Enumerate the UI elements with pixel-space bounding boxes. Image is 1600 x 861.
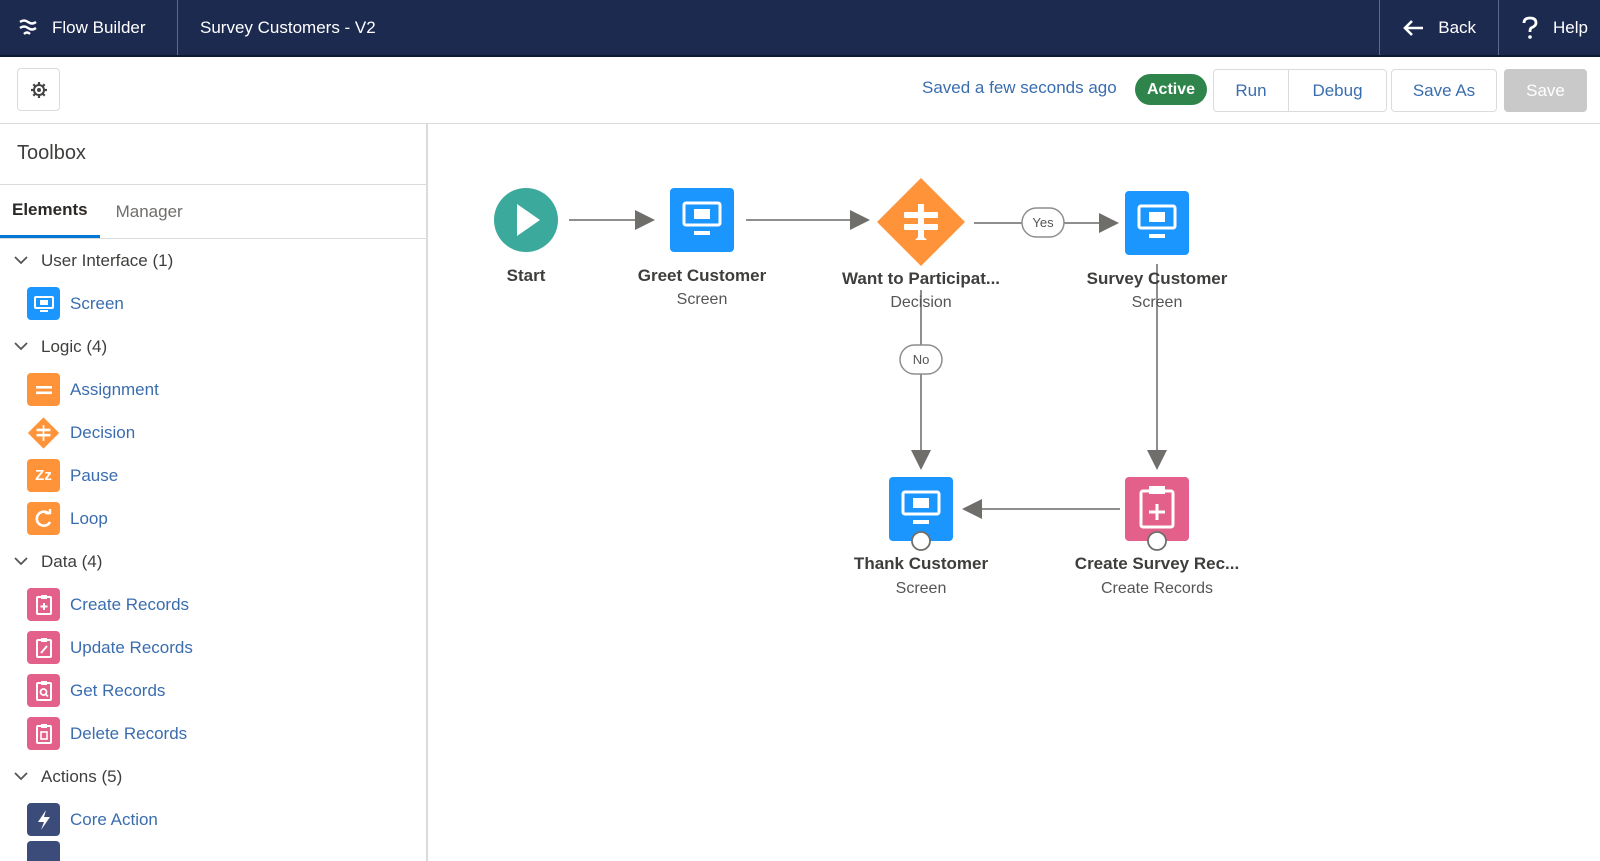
element-label: Decision <box>70 422 136 442</box>
tab-manager[interactable]: Manager <box>115 201 183 221</box>
toolbox-title: Toolbox <box>0 124 426 185</box>
app-brand: Flow Builder <box>0 0 178 55</box>
screen-icon <box>682 201 722 235</box>
toolbox-panel: Toolbox Elements Manager User Interface … <box>0 124 428 861</box>
element-label: Delete Records <box>70 723 188 743</box>
help-button[interactable]: Help <box>1498 0 1600 55</box>
action-icon <box>27 841 60 861</box>
assignment-icon <box>27 373 60 406</box>
create-records-icon <box>27 588 60 621</box>
tab-elements[interactable]: Elements <box>0 185 100 238</box>
connector-endpoint[interactable] <box>911 531 931 551</box>
screen-icon <box>27 287 60 320</box>
run-button[interactable]: Run <box>1214 70 1289 111</box>
save-status: Saved a few seconds ago <box>922 78 1117 97</box>
settings-button[interactable] <box>17 68 60 111</box>
section-label: Actions (5) <box>41 766 123 786</box>
no-pill <box>899 344 943 375</box>
decision-icon <box>27 416 60 449</box>
survey-label: Survey Customer <box>1086 269 1228 288</box>
element-core-action[interactable]: Core Action <box>0 798 426 841</box>
back-button[interactable]: Back <box>1379 0 1498 55</box>
debug-button[interactable]: Debug <box>1312 80 1363 100</box>
gear-icon <box>30 81 47 98</box>
element-next-action-partial <box>0 841 426 861</box>
loop-icon <box>27 502 60 535</box>
element-assignment[interactable]: Assignment <box>0 368 426 411</box>
element-pause[interactable]: Zz Pause <box>0 454 426 497</box>
element-delete-records[interactable]: Delete Records <box>0 712 426 755</box>
run-debug-group: Run Debug <box>1213 69 1387 112</box>
section-data[interactable]: Data (4) <box>0 540 426 583</box>
flow-title: Survey Customers - V2 <box>200 17 376 37</box>
decision-label: Want to Participat... <box>841 269 1001 288</box>
element-label: Update Records <box>70 637 193 657</box>
element-screen[interactable]: Screen <box>0 282 426 325</box>
connector-endpoint[interactable] <box>1147 531 1167 551</box>
app-name: Flow Builder <box>52 17 146 37</box>
create-records-icon <box>1139 486 1175 529</box>
section-user-interface[interactable]: User Interface (1) <box>0 239 426 282</box>
update-records-icon <box>27 631 60 664</box>
element-decision[interactable]: Decision <box>0 411 426 454</box>
section-actions[interactable]: Actions (5) <box>0 755 426 798</box>
create-type: Create Records <box>1100 580 1214 597</box>
section-label: User Interface (1) <box>41 250 174 270</box>
play-icon <box>517 204 540 236</box>
element-update-records[interactable]: Update Records <box>0 626 426 669</box>
survey-customer-node[interactable] <box>1125 191 1189 255</box>
yes-label: Yes <box>1032 215 1054 230</box>
greet-type: Screen <box>676 291 728 308</box>
element-label: Assignment <box>70 379 159 399</box>
question-mark-icon <box>1522 16 1538 39</box>
chevron-down-icon <box>14 256 28 265</box>
greet-customer-node[interactable] <box>670 188 734 252</box>
flow-canvas[interactable]: Yes No Start Greet Customer Screen Want … <box>430 124 1600 861</box>
element-loop[interactable]: Loop <box>0 497 426 540</box>
element-label: Core Action <box>70 809 158 829</box>
connector-layer <box>494 178 1189 551</box>
delete-records-icon <box>27 717 60 750</box>
start-label: Start <box>506 266 546 285</box>
toolbox-tabs: Elements Manager <box>0 185 426 239</box>
create-label: Create Survey Rec... <box>1074 554 1240 573</box>
screen-icon <box>901 490 941 524</box>
get-records-icon <box>27 674 60 707</box>
thank-type: Screen <box>895 580 947 597</box>
section-label: Logic (4) <box>41 336 108 356</box>
decision-type: Decision <box>890 294 952 311</box>
pause-icon: Zz <box>27 459 60 492</box>
section-logic[interactable]: Logic (4) <box>0 325 426 368</box>
help-label: Help <box>1553 17 1588 37</box>
back-label: Back <box>1438 17 1477 37</box>
element-label: Screen <box>70 293 124 313</box>
screen-icon <box>1137 204 1177 238</box>
survey-type: Screen <box>1131 294 1183 311</box>
greet-label: Greet Customer <box>637 266 767 285</box>
arrow-left-icon <box>1403 19 1424 36</box>
flow-toolbar: Saved a few seconds ago Active Run Debug… <box>0 57 1600 124</box>
no-label: No <box>912 352 930 367</box>
core-action-icon <box>27 803 60 836</box>
yes-pill <box>1021 207 1065 238</box>
chevron-down-icon <box>14 772 28 781</box>
save-as-button[interactable]: Save As <box>1391 69 1497 112</box>
status-badge: Active <box>1135 74 1208 105</box>
element-label: Get Records <box>70 680 166 700</box>
element-label: Create Records <box>70 594 190 614</box>
element-get-records[interactable]: Get Records <box>0 669 426 712</box>
flow-builder-icon <box>19 18 37 35</box>
section-label: Data (4) <box>41 551 103 571</box>
decision-icon <box>904 204 938 240</box>
chevron-down-icon <box>14 557 28 566</box>
element-label: Loop <box>70 508 108 528</box>
thank-label: Thank Customer <box>853 554 989 573</box>
app-header: Flow Builder Survey Customers - V2 Back … <box>0 0 1600 57</box>
save-button[interactable]: Save <box>1504 69 1587 112</box>
chevron-down-icon <box>14 342 28 351</box>
element-label: Pause <box>70 465 119 485</box>
element-create-records[interactable]: Create Records <box>0 583 426 626</box>
